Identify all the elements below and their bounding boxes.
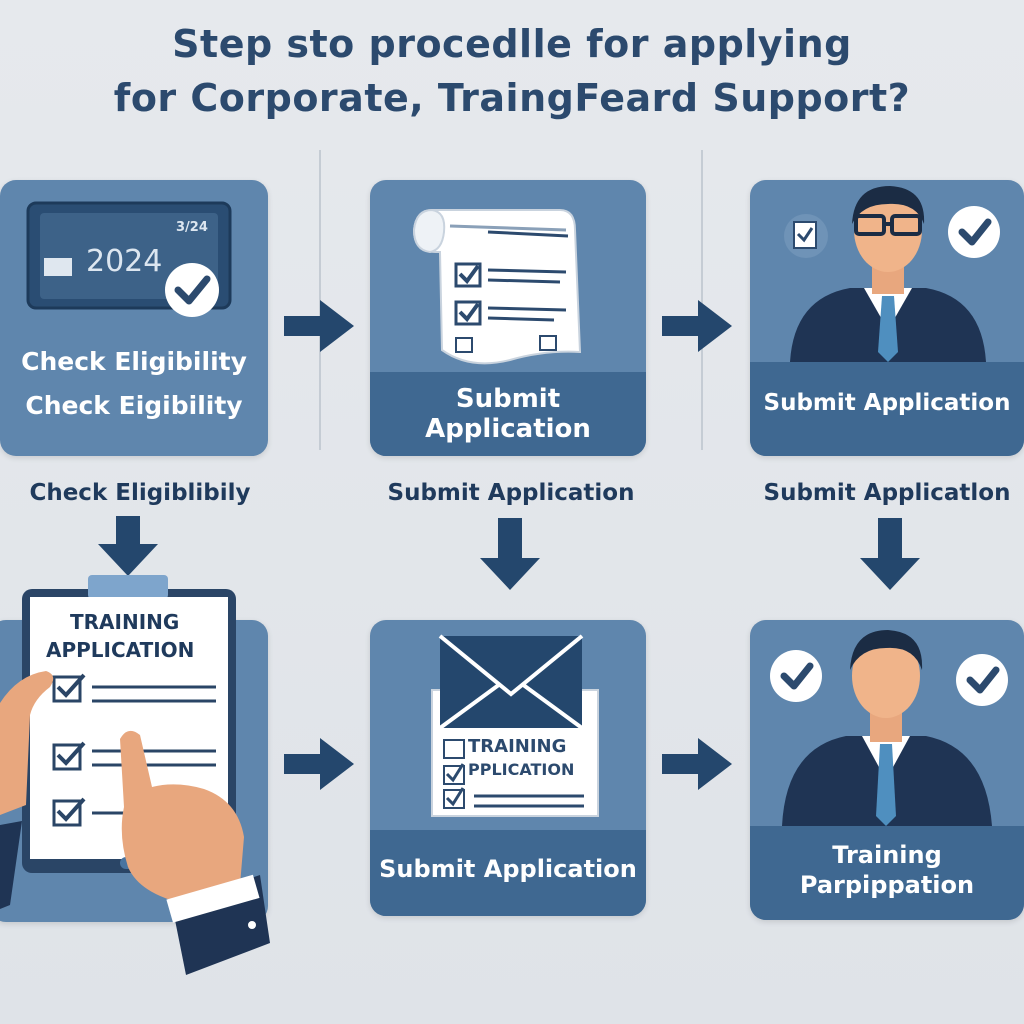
arrow-right-icon bbox=[660, 736, 734, 792]
envelope-document-icon bbox=[431, 634, 599, 817]
card-label: Training bbox=[832, 841, 942, 869]
arrow-down-icon bbox=[858, 516, 922, 592]
title-line-2: for Corporate, TraingFeard Support? bbox=[113, 76, 911, 120]
screen-badge: 3/24 bbox=[176, 220, 208, 235]
participant-person-icon bbox=[770, 630, 1008, 826]
card-label: Check Eligibility bbox=[21, 347, 247, 376]
reviewer-person-icon bbox=[784, 186, 1000, 362]
card-label: Check Eigibility bbox=[25, 391, 243, 420]
clipboard-icon bbox=[0, 575, 270, 975]
arrow-right-icon bbox=[282, 298, 356, 354]
step-caption: Check Eligiblibily bbox=[29, 480, 251, 506]
paper-title-line-1: TRAINING bbox=[468, 736, 567, 757]
card-label: Submit Application bbox=[763, 390, 1011, 416]
step-card-submit-application-envelope: TRAINING PPLICATION Submit Application bbox=[370, 620, 646, 916]
step-card-training-participation: Training Parpippation bbox=[750, 620, 1024, 920]
document-scroll-icon bbox=[412, 208, 582, 365]
card-label: Submit Application bbox=[379, 855, 637, 883]
arrow-right-icon bbox=[282, 736, 356, 792]
step-card-submit-application: Submit Application bbox=[370, 180, 646, 456]
arrow-down-icon bbox=[478, 516, 542, 592]
screen-year: 2024 bbox=[86, 244, 163, 279]
calendar-screen-icon bbox=[26, 201, 232, 317]
step-card-submit-application-review: Submit Application bbox=[750, 180, 1024, 456]
clipboard-title-line-1: TRAINING bbox=[70, 610, 180, 634]
step-card-check-eligibility: 2024 3/24 Check Eligibility Check Eigibi… bbox=[0, 180, 268, 456]
card-label: Submit Application bbox=[425, 384, 591, 444]
arrow-right-icon bbox=[660, 298, 734, 354]
arrow-down-icon bbox=[96, 514, 160, 578]
title-line-1: Step sto procedlle for applying bbox=[172, 22, 852, 66]
divider-line bbox=[701, 150, 703, 450]
clipboard-title-line-2: APPLICATION bbox=[46, 638, 195, 662]
step-caption: Submit Applicatlon bbox=[763, 480, 1011, 506]
paper-title-line-2: PPLICATION bbox=[468, 760, 575, 779]
card-label: Parpippation bbox=[799, 871, 975, 899]
step-caption: Submit Application bbox=[387, 480, 635, 506]
